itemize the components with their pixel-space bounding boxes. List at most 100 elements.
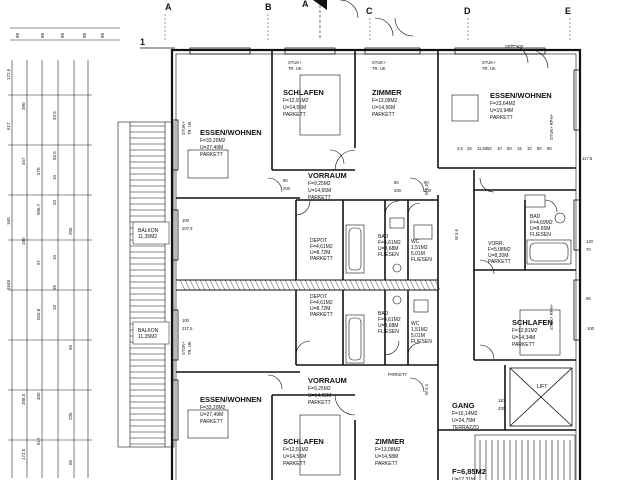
axis-label: 1 [140,37,145,47]
hatch-line [279,279,286,291]
room-detail: 1,51M2 [411,245,428,251]
stuk-label: STUK+ [482,60,496,65]
window-dim-label: 200 [498,406,506,411]
left-dim-label: 10 [52,304,57,310]
room-detail: FLIESEN [530,232,551,238]
left-dim-label: 400 [36,392,41,400]
hatch-line [294,279,301,291]
room-name: BALKON [138,228,159,234]
left-dim-label: 97 [36,259,41,265]
room-detail: F=12,91M2 [283,447,309,453]
room-detail: F=4,61M2 [378,317,401,323]
stuk-label: STUK+ [372,60,386,65]
room-detail: U=14,56M [283,454,306,460]
room-detail: U=8,68M [378,323,398,329]
top-dim-label: 88 [15,32,20,38]
room-detail: PARKETT [310,312,333,318]
room-detail: F=4,61M2 [310,244,333,250]
room-detail: PARKETT [488,259,511,265]
room-detail: F=33,20M2 [200,138,226,144]
axis-label: E [565,6,571,16]
hatch-line [304,279,311,291]
room-detail: U=14,65M [308,393,331,399]
hatch-line [224,279,231,291]
room-detail: F=4,61M2 [378,240,401,246]
ruler-label: 50 [507,146,512,151]
dim-label: 100 [587,326,595,331]
stuk-label: STUK+ [181,121,186,135]
hatch-line [364,279,371,291]
room-name: ESSEN/WOHNEN [200,128,262,137]
window-dimensions: 100207,5100217,5902008020080200110200120… [182,178,594,411]
left-dim-label: 617 [36,437,41,445]
room-name: VORRAUM [308,376,347,385]
hatch-line [314,279,321,291]
room-detail: PARKETT [200,152,223,158]
ws-mark: W 5,6 [454,228,459,240]
left-dim-label: 172,5 [21,448,26,460]
room-detail: 11,35M2 [138,234,157,240]
room-detail: PARKETT [512,342,535,348]
left-dim-label: 172,5 [6,68,11,80]
left-dim-label: 55,5 [52,151,57,160]
room-detail: PARKETT [283,461,306,467]
room-detail: U=14,58M [375,454,398,460]
hatch-line [254,279,261,291]
stuk-label: TR. UK [288,66,302,71]
left-dim-label: 50 [68,344,73,350]
room-detail: U=27,49M [200,412,223,418]
axis-label: A [165,2,172,12]
hatch-line [309,279,316,291]
window-dim-label: 65 [586,296,591,301]
hatch-line [369,279,376,291]
room-detail: F=12,81M2 [512,328,538,334]
axis-markers: A B A C D E 1 [140,0,571,49]
parkett-label: PARKETT [388,372,407,377]
top-dim-label: 88 [100,32,105,38]
room-detail: PARKETT [200,419,223,425]
hatch-line [274,279,281,291]
left-dim-label: 10 [52,174,57,180]
window-dim-label: 100 [182,318,190,323]
ws-mark: W 5,5 [424,183,429,195]
left-dim-label: 235 [68,412,73,420]
ruler-label: 15 [517,146,522,151]
room-detail: F=23,64M2 [490,101,516,107]
ws-mark: W 5,4 [424,383,429,395]
stuk-rph-label: STUK+ RPH+ [549,113,554,140]
seg-note: SEG: 100 [505,44,524,49]
room-detail: U=14,56M [372,105,395,111]
room-detail: TERRAZZO [452,425,479,431]
room-name: ESSEN/WOHNEN [200,395,262,404]
hatch-line [209,279,216,291]
hatch-line [214,279,221,291]
hatch-line [379,279,386,291]
window-dim-label: 90 [424,180,429,185]
lift-shaft [509,367,573,427]
room-detail: U=19,94M [490,108,513,114]
room-detail: PARKETT [375,461,398,467]
room-detail: 1,51M2 [411,327,428,333]
window-dim-label: 200 [424,188,432,193]
hatch-line [384,279,391,291]
hatch-line [239,279,246,291]
room-detail: F=9,25M2 [308,181,331,187]
bathroom-fixtures [187,74,572,476]
room-detail: U=8,68M [378,246,398,252]
top-dimension-chain [10,27,120,41]
top-dim-label: 88 [82,32,87,38]
hatch-line [184,279,191,291]
stuk-label: STUK+ [181,341,186,355]
dim-label: 117,5 [582,156,593,161]
left-dimension-chain [8,60,92,478]
